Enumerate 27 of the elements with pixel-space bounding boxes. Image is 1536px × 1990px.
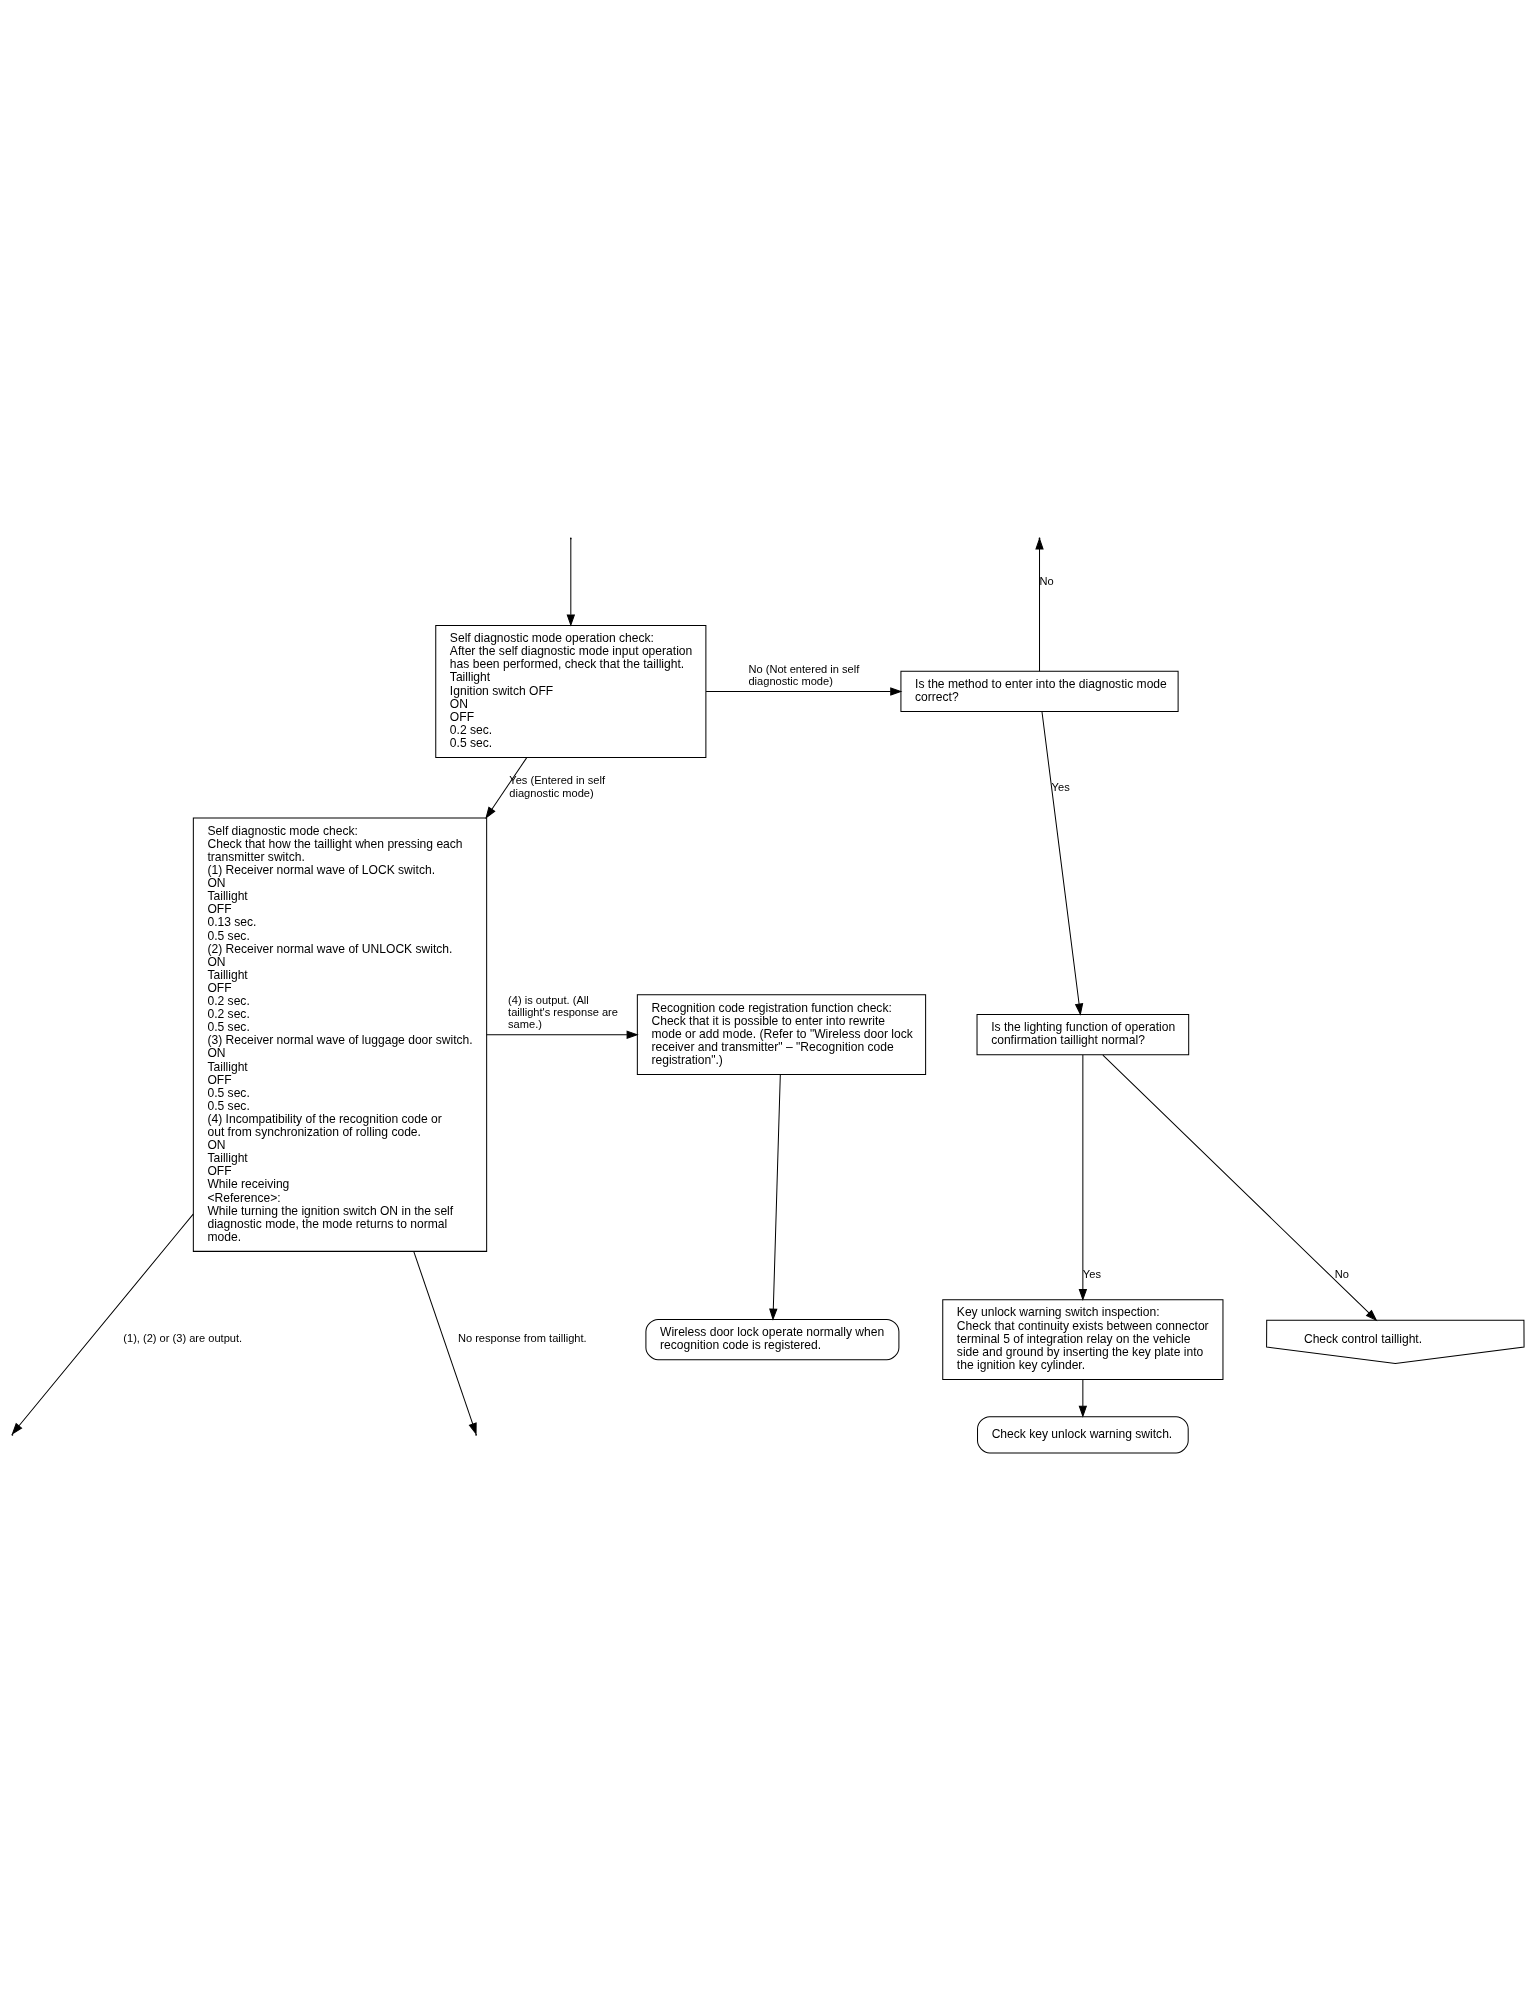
arrow xyxy=(413,1250,477,1435)
arrow xyxy=(705,686,903,696)
node-box: Is the method to enter into the diagnostic mode correct? xyxy=(900,670,1179,712)
edge-label: Yes xyxy=(1082,1267,1101,1280)
edge-label: Yes xyxy=(1051,780,1070,793)
node-box: Recognition code registration function check: Check that it is possible to enter into rewrite mode or add mode. (Refer to "Wireless door lock receiver and transmitter" – "Recognition code registration".) xyxy=(636,993,927,1075)
arrow xyxy=(11,1213,194,1435)
edge-label: No (Not entered in self diagnostic mode) xyxy=(748,662,860,687)
edge-label: No xyxy=(1334,1267,1350,1280)
node-box: Check key unlock warning switch. xyxy=(977,1415,1189,1453)
edge-label: No xyxy=(1039,574,1054,587)
arrow xyxy=(486,1029,639,1039)
arrow xyxy=(1078,1054,1088,1301)
edge-label: (1), (2) or (3) are output. xyxy=(123,1331,243,1344)
arrow xyxy=(566,537,576,627)
edge-label: No response from taillight. xyxy=(457,1331,587,1344)
node-box: Self diagnostic mode operation check: After the self diagnostic mode input operation has been performed, check that the taillight. Taillight Ignition switch OFF ON OFF 0.2 sec. 0.5 sec. xyxy=(435,624,707,758)
node-box: Self diagnostic mode check: Check that how the taillight when pressing each transmitter switch. (1) Receiver normal wave of LOCK switch. ON Taillight OFF 0.13 sec. 0.5 sec. (2) Receiver normal wave of UNLOCK switch. ON Taillight OFF 0.2 sec. 0.2 sec. 0.5 sec. (3) Receiver normal wave of luggage door switch. ON Taillight OFF 0.5 sec. 0.5 sec. (4) Incompatibility of the recognition code or out from synchronization of rolling code. ON Taillight OFF While receiving <Reference>: While turning the ignition switch ON in the self diagnostic mode, the mode returns to normal mode. xyxy=(192,816,488,1252)
arrow xyxy=(485,756,528,819)
edge-label: (4) is output. (All taillight's response are same.) xyxy=(508,993,618,1030)
arrow xyxy=(1041,710,1084,1016)
node-box: Is the lighting function of operation confirmation taillight normal? xyxy=(976,1013,1190,1055)
node-box: Wireless door lock operate normally when recognition code is registered. xyxy=(645,1318,900,1360)
arrow xyxy=(1102,1054,1378,1321)
node-box: Key unlock warning switch inspection: Check that continuity exists between connector terminal 5 of integration relay on the vehicle side and ground by inserting the key plate into the ignition key cylinder. xyxy=(942,1298,1224,1380)
arrow xyxy=(769,1073,781,1321)
arrow xyxy=(1078,1378,1088,1418)
